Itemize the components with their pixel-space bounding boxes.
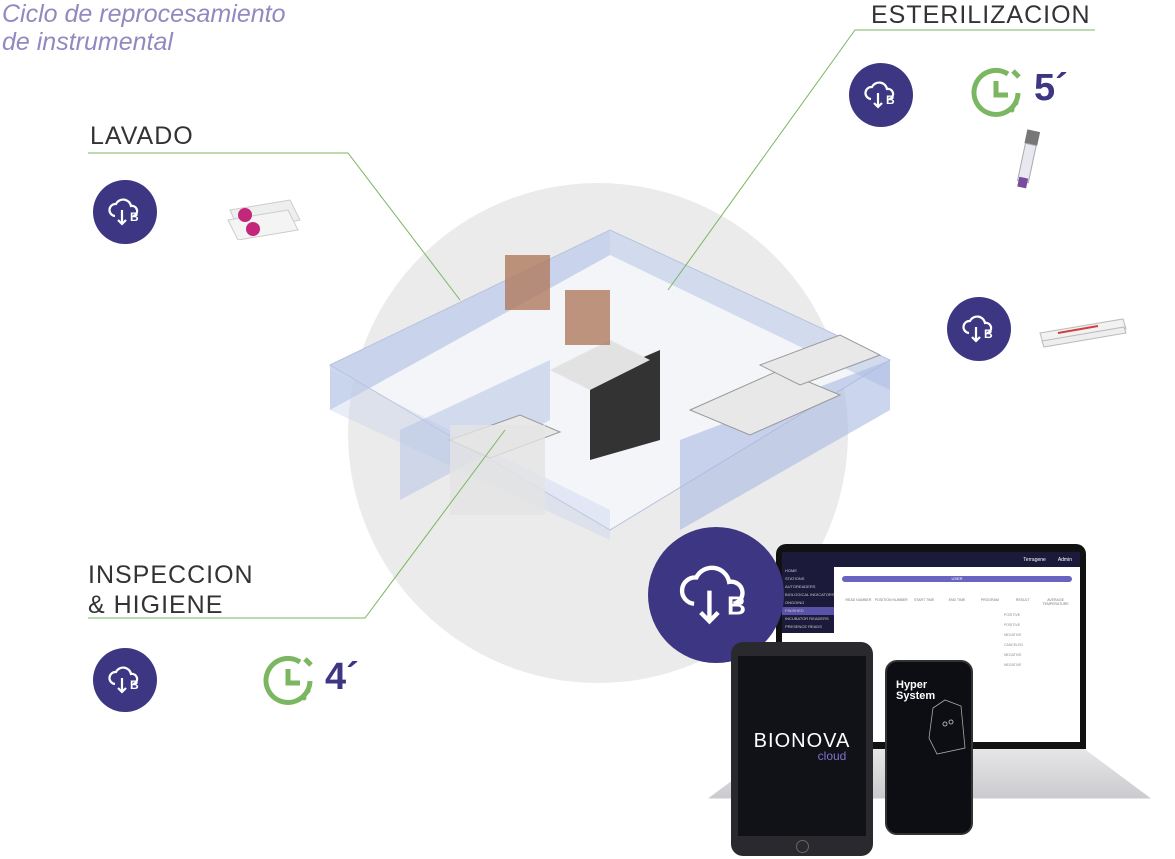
phone-title-line-1: Hyper <box>896 679 928 691</box>
chemical-indicator-strip-image <box>1039 318 1127 348</box>
cloud-download-b-icon: B <box>108 666 139 694</box>
table-cell-result: NEGATIVE <box>1004 663 1022 667</box>
sidebar-item[interactable]: ONGOING <box>785 600 805 605</box>
stage-label-inspeccion: INSPECCION & HIGIENE <box>88 560 254 620</box>
table-cell-result: POSITIVE <box>1004 623 1021 627</box>
sterilization-time: 5´ <box>1034 67 1068 109</box>
clock-icon <box>263 655 313 705</box>
bionova-cloud-icon-lavado: B <box>93 180 157 244</box>
clock-icon <box>971 67 1021 117</box>
cloud-download-b-icon: B <box>962 315 993 343</box>
user-menu[interactable]: Admin <box>1057 556 1072 563</box>
diagram-title: Ciclo de reprocesamiento de instrumental <box>2 0 285 56</box>
bionova-logo-sub: cloud <box>817 748 847 763</box>
brand-label: Terragene <box>1023 556 1046 563</box>
indicator-strips-image <box>227 199 301 240</box>
column-header: AVERAGE TEMPERATURE <box>1042 598 1069 606</box>
column-header: POSITION NUMBER <box>874 598 908 602</box>
table-cell-result: NEGATIVE <box>1004 653 1022 657</box>
svg-text:B: B <box>886 93 895 107</box>
sidebar-item[interactable]: PRESENCE READS <box>785 624 822 629</box>
floor-plan <box>328 229 892 540</box>
sidebar-item[interactable]: INCUBATOR READERS <box>785 616 829 621</box>
sidebar-item[interactable]: AUTOREADERS <box>785 584 816 589</box>
tablet-screen: BIONOVA cloud <box>738 656 866 836</box>
phone-title: Hyper System <box>896 680 935 702</box>
home-button[interactable] <box>796 840 809 853</box>
sidebar-item[interactable]: HOME <box>785 568 797 573</box>
column-header: END TIME <box>948 598 966 602</box>
bionova-cloud-large-icon: B <box>648 527 784 663</box>
stage-label-line-2: & HIGIENE <box>88 591 224 619</box>
bionova-logo: BIONOVA <box>753 729 851 752</box>
user-bar: USER <box>842 576 1072 582</box>
autoreader-device-image <box>928 699 966 755</box>
stage-label-lavado: LAVADO <box>90 122 194 150</box>
column-header: START TIME <box>913 598 935 602</box>
phone-title-line-2: System <box>896 690 936 702</box>
stage-label-esterilizacion: ESTERILIZACION <box>871 1 1091 29</box>
svg-text:B: B <box>727 591 746 621</box>
sidebar-item[interactable]: BIOLOGICAL INDICATORS <box>785 592 835 597</box>
stage-label-line-1: INSPECCION <box>88 561 254 589</box>
svg-text:B: B <box>130 678 139 692</box>
table-cell-result: CANCELED <box>1004 643 1024 647</box>
bionova-cloud-icon-indicator: B <box>947 297 1011 361</box>
svg-text:B: B <box>130 210 139 224</box>
results-column: POSITIVE POSITIVE NEGATIVE CANCELED NEGA… <box>842 610 1072 670</box>
sidebar-item[interactable]: STATIONS <box>785 576 805 581</box>
app-sidebar: HOME STATIONS AUTOREADERS BIOLOGICAL IND… <box>782 567 835 633</box>
inspection-time: 4´ <box>325 656 359 698</box>
cloud-download-b-icon: B <box>108 198 139 226</box>
bionova-cloud-icon-esterilizacion: B <box>849 63 913 127</box>
title-line-1: Ciclo de reprocesamiento <box>2 0 286 28</box>
tablet: BIONOVA cloud <box>731 642 873 856</box>
cloud-download-b-icon: B <box>864 81 895 109</box>
svg-text:B: B <box>984 327 993 341</box>
cloud-download-b-icon: B <box>679 565 746 625</box>
results-table-header: READ NUMBER POSITION NUMBER START TIME E… <box>842 598 1072 606</box>
sidebar-item[interactable]: FINISHED <box>782 607 834 615</box>
phone: Hyper System <box>885 660 973 835</box>
column-header: RESULT <box>1015 598 1030 602</box>
title-line-2: de instrumental <box>2 28 173 56</box>
biological-indicator-vial-image <box>1016 129 1041 189</box>
column-header: PROGRAM <box>980 598 999 602</box>
column-header: READ NUMBER <box>845 598 872 602</box>
bionova-cloud-icon-inspeccion: B <box>93 648 157 712</box>
table-cell-result: NEGATIVE <box>1004 633 1022 637</box>
table-cell-result: POSITIVE <box>1004 613 1021 617</box>
